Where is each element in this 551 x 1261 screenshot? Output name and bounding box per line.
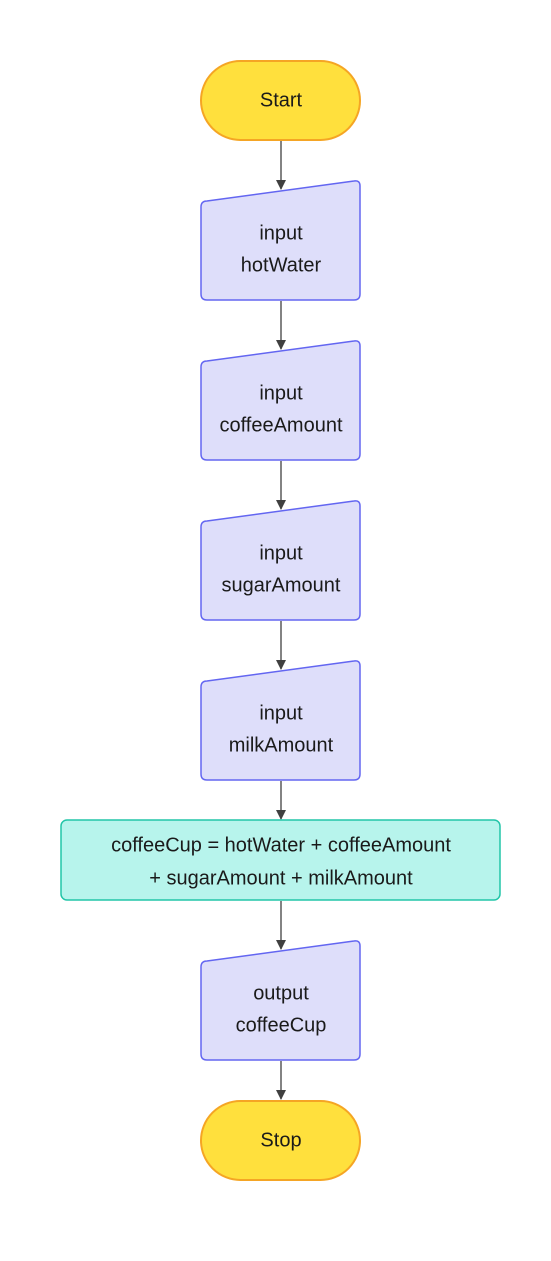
input-hotwater-shape [200,180,361,301]
process-coffeecup-shape [60,819,501,901]
input-hotwater-label-line1: input [259,222,303,244]
output-coffeecup-label-line1: output [253,982,309,1004]
input-coffeeamount-node: input coffeeAmount [200,340,361,461]
input-sugaramount-label-line1: input [259,542,303,564]
input-milkamount-node: input milkAmount [200,660,361,781]
input-sugaramount-label-line2: sugarAmount [222,574,341,596]
input-sugaramount-node: input sugarAmount [200,500,361,621]
input-milkamount-label-line2: milkAmount [229,734,334,756]
stop-label: Stop [260,1129,301,1151]
input-coffeeamount-label-line1: input [259,382,303,404]
start-terminal-shape [200,60,361,141]
output-coffeecup-node: output coffeeCup [200,940,361,1061]
input-milkamount-shape [200,660,361,781]
output-coffeecup-shape [200,940,361,1061]
start-node: Start [200,60,361,141]
process-coffeecup-node: coffeeCup = hotWater + coffeeAmount + su… [60,819,501,901]
input-sugaramount-shape [200,500,361,621]
process-coffeecup-label-line1: coffeeCup = hotWater + coffeeAmount [111,834,451,856]
output-coffeecup-label-line2: coffeeCup [236,1014,327,1036]
input-coffeeamount-shape [200,340,361,461]
input-coffeeamount-label-line2: coffeeAmount [219,414,342,436]
input-milkamount-label-line1: input [259,702,303,724]
process-coffeecup-label-line2: + sugarAmount + milkAmount [149,867,413,889]
stop-terminal-shape [200,1100,361,1181]
input-hotwater-node: input hotWater [200,180,361,301]
input-hotwater-label-line2: hotWater [241,254,322,276]
stop-node: Stop [200,1100,361,1181]
start-label: Start [260,89,303,111]
